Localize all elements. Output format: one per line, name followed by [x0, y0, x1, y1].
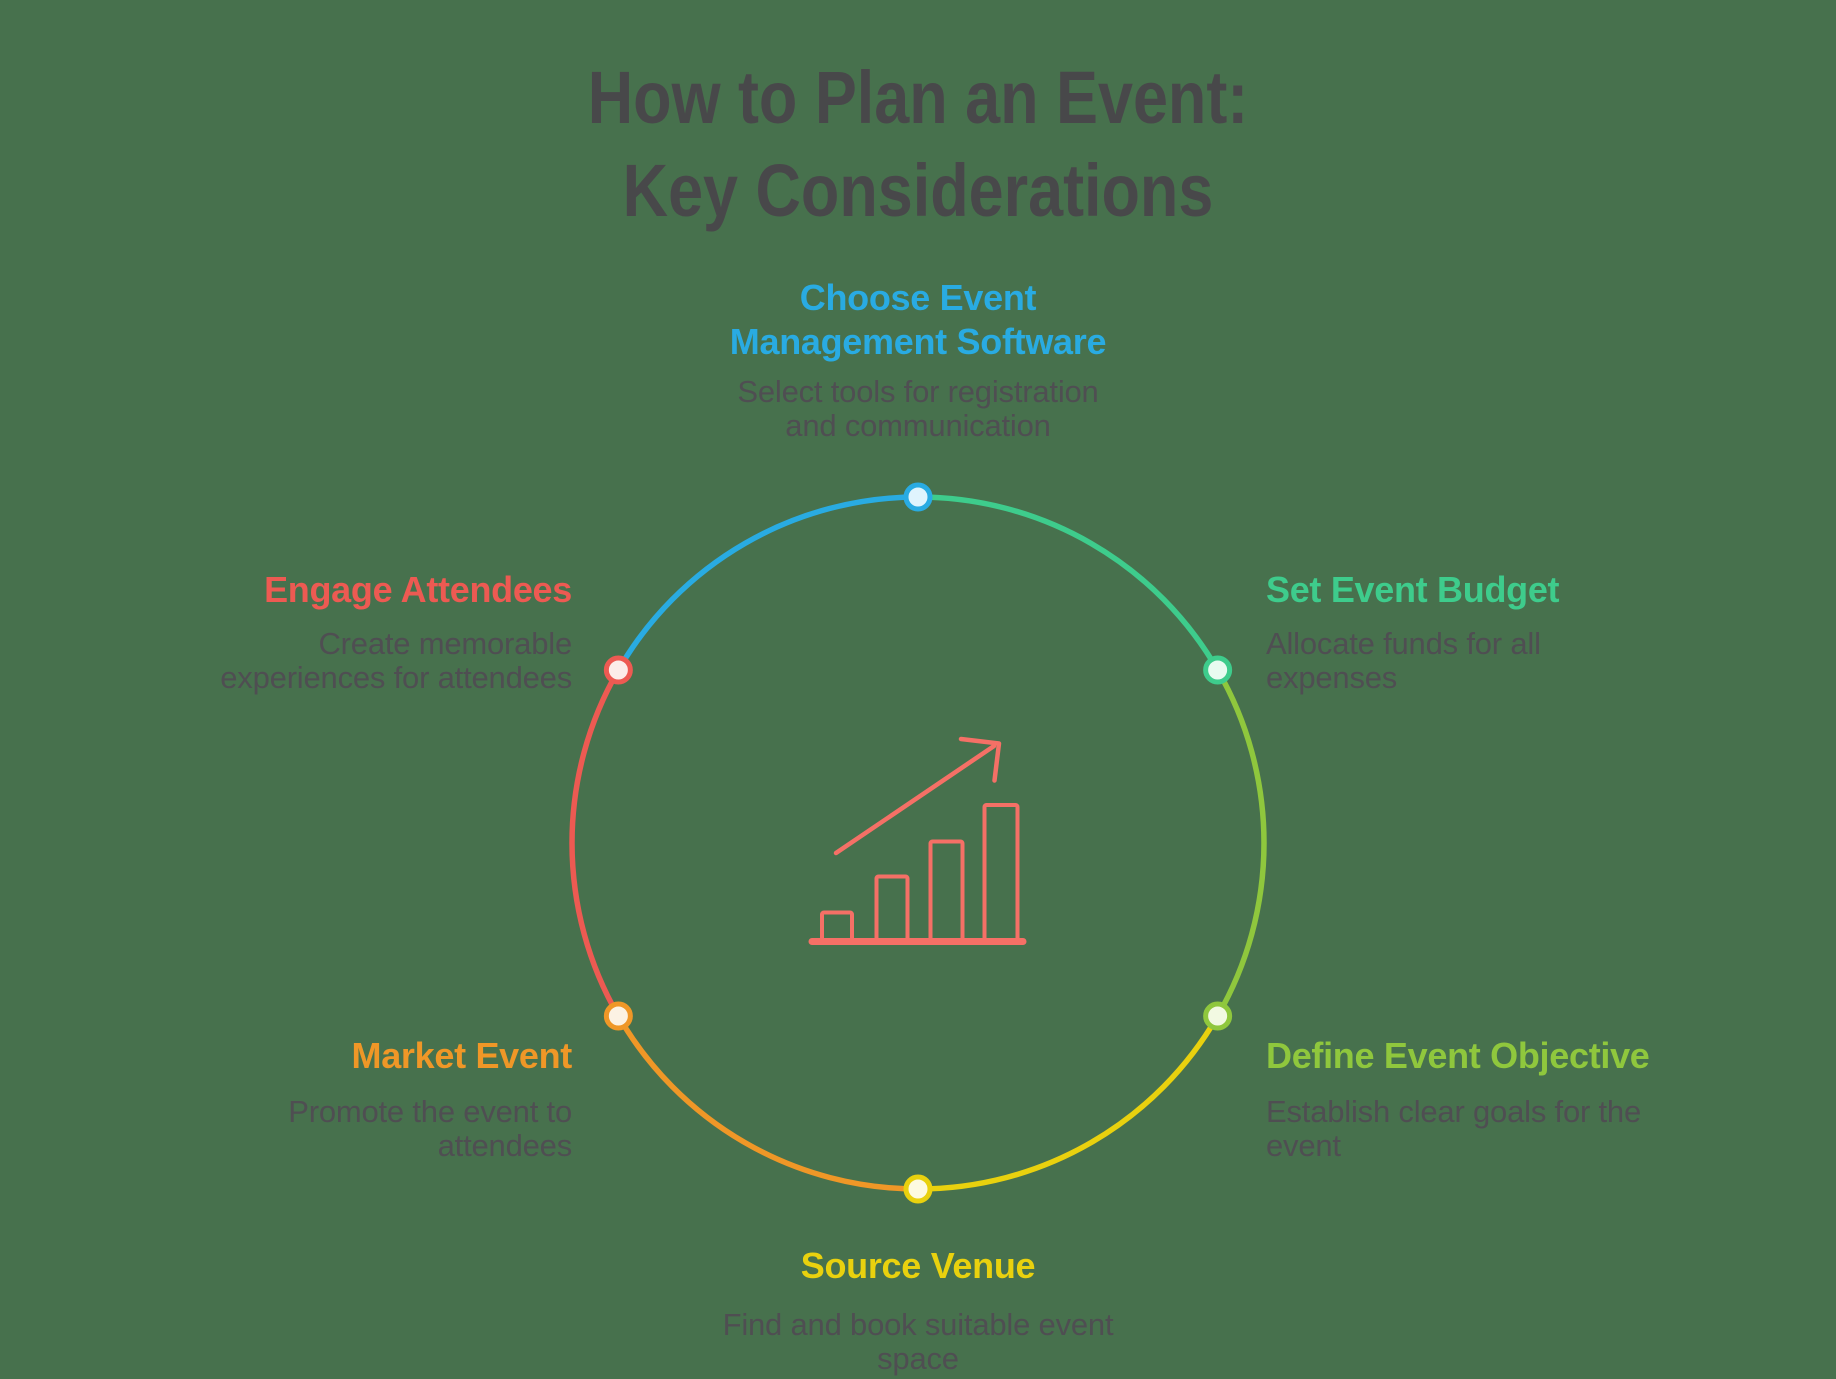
- chart-bar-1: [820, 910, 854, 944]
- step-description-set-budget: Allocate funds for all expenses: [1266, 626, 1541, 695]
- step-label-source-venue: Source Venue: [800, 1245, 1036, 1286]
- step-block-market-event: Market Event Promote the event to attend…: [52, 1034, 572, 1163]
- step-block-define-objective: Define Event Objective Establish clear g…: [1266, 1034, 1786, 1163]
- node-define-objective: [1203, 1001, 1233, 1031]
- chart-bar-4: [982, 803, 1020, 944]
- step-block-source-venue: Source Venue Find and book suitable even…: [468, 1244, 1368, 1376]
- step-description-choose-software: Select tools for registration and commun…: [737, 374, 1099, 443]
- step-description-engage-attendees: Create memorable experiences for attende…: [220, 626, 572, 695]
- arc-lower-left-to-upper-left: [569, 668, 621, 1018]
- step-block-choose-software: Choose Event Management Software Select …: [468, 276, 1368, 443]
- arc-top-to-upper-right: [917, 494, 1221, 672]
- growth-bar-chart-icon: [808, 736, 1027, 945]
- node-source-venue: [903, 1174, 933, 1204]
- step-description-define-objective: Establish clear goals for the event: [1266, 1094, 1642, 1163]
- step-description-market-event: Promote the event to attendees: [288, 1094, 572, 1163]
- chart-bar-3: [928, 839, 965, 944]
- trend-arrow-shaft: [833, 743, 997, 856]
- node-market-event: [603, 1001, 633, 1031]
- chart-bar-2: [874, 874, 910, 944]
- cycle-ring: [569, 494, 1267, 1192]
- arc-lower-right-to-bottom: [917, 1014, 1221, 1192]
- step-label-define-objective: Define Event Objective: [1266, 1035, 1650, 1076]
- step-block-set-budget: Set Event Budget Allocate funds for all …: [1266, 568, 1786, 695]
- node-choose-software: [903, 482, 933, 512]
- arc-upper-left-to-top: [615, 494, 919, 672]
- page-title: How to Plan an Event: Key Considerations: [587, 56, 1249, 232]
- arc-bottom-to-lower-left: [615, 1014, 919, 1192]
- step-label-engage-attendees: Engage Attendees: [264, 569, 572, 610]
- step-description-source-venue: Find and book suitable event space: [722, 1307, 1114, 1376]
- arc-upper-right-to-lower-right: [1215, 668, 1267, 1018]
- node-set-budget: [1203, 655, 1233, 685]
- step-label-choose-software: Choose Event Management Software: [729, 277, 1107, 362]
- trend-arrow-head: [958, 736, 1002, 783]
- step-label-market-event: Market Event: [351, 1035, 573, 1076]
- step-block-engage-attendees: Engage Attendees Create memorable experi…: [52, 568, 572, 695]
- node-engage-attendees: [603, 655, 633, 685]
- step-label-set-budget: Set Event Budget: [1266, 569, 1560, 610]
